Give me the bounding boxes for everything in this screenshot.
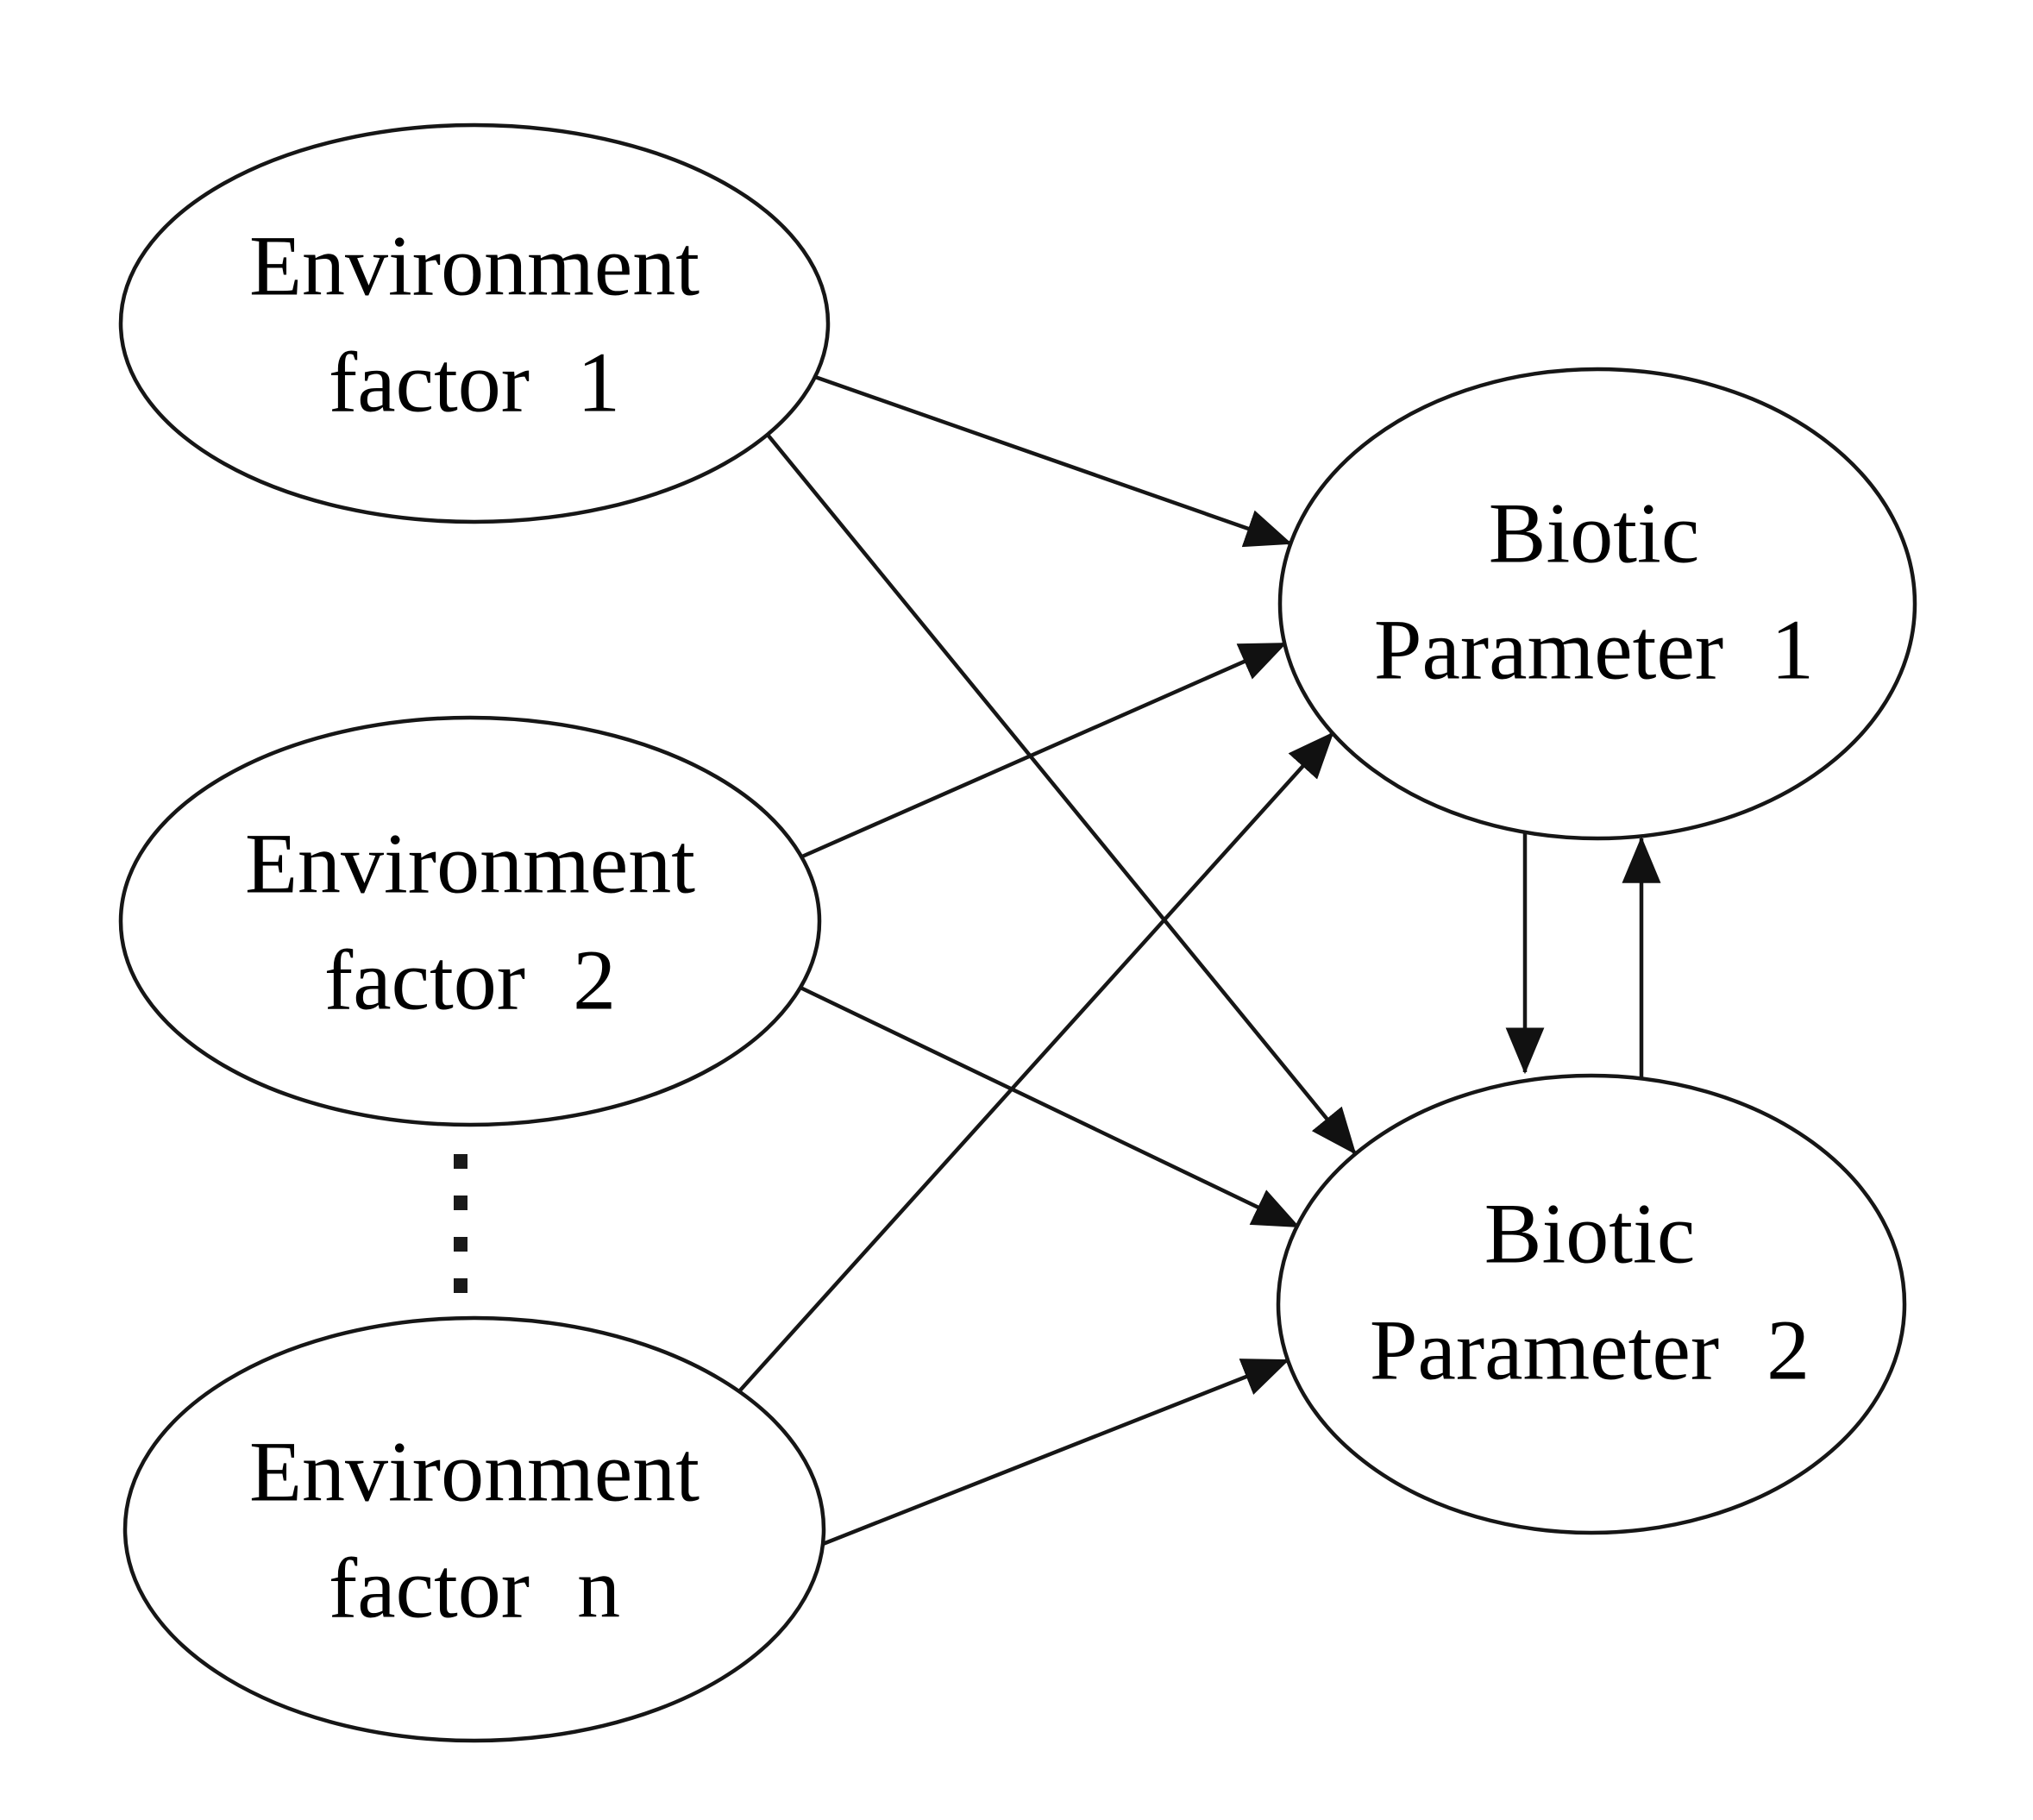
- label-environment-factor-1-line2: factor 1: [329, 335, 620, 430]
- label-environment-factor-2-line2: factor 2: [324, 932, 616, 1028]
- ellipse-environment-factor-1: [118, 122, 831, 524]
- arrow-efn-to-bp1: [738, 731, 1334, 1392]
- ellipse-environment-factor-2: [118, 715, 822, 1127]
- node-biotic-parameter-2: Biotic Parameter 2: [1276, 1073, 1907, 1535]
- node-environment-factor-1: Environment factor 1: [118, 122, 831, 524]
- label-environment-factor-1-line1: Environment: [249, 218, 700, 314]
- ellipse-environment-factor-n: [122, 1315, 826, 1743]
- edge-group: [738, 374, 1661, 1547]
- ellipse-biotic-parameter-1: [1277, 367, 1917, 841]
- node-environment-factor-2: Environment factor 2: [118, 715, 822, 1127]
- ellipse-biotic-parameter-2: [1276, 1073, 1907, 1535]
- label-environment-factor-n-line1: Environment: [249, 1424, 700, 1520]
- label-biotic-parameter-1-line2: Parameter 1: [1374, 602, 1814, 698]
- label-biotic-parameter-2-line2: Parameter 2: [1370, 1302, 1810, 1398]
- label-biotic-parameter-1-line1: Biotic: [1489, 486, 1699, 581]
- arrow-ef1-to-bp2: [766, 433, 1357, 1155]
- node-environment-factor-n: Environment factor n: [122, 1315, 826, 1743]
- arrow-ef2-to-bp1: [801, 641, 1288, 859]
- arrow-ef1-to-bp1: [814, 374, 1293, 548]
- arrow-efn-to-bp2: [822, 1358, 1290, 1547]
- label-biotic-parameter-2-line1: Biotic: [1484, 1186, 1695, 1282]
- arrow-ef2-to-bp2: [800, 985, 1301, 1229]
- label-environment-factor-n-line2: factor n: [329, 1541, 620, 1636]
- node-biotic-parameter-1: Biotic Parameter 1: [1277, 367, 1917, 841]
- label-environment-factor-2-line1: Environment: [245, 816, 695, 912]
